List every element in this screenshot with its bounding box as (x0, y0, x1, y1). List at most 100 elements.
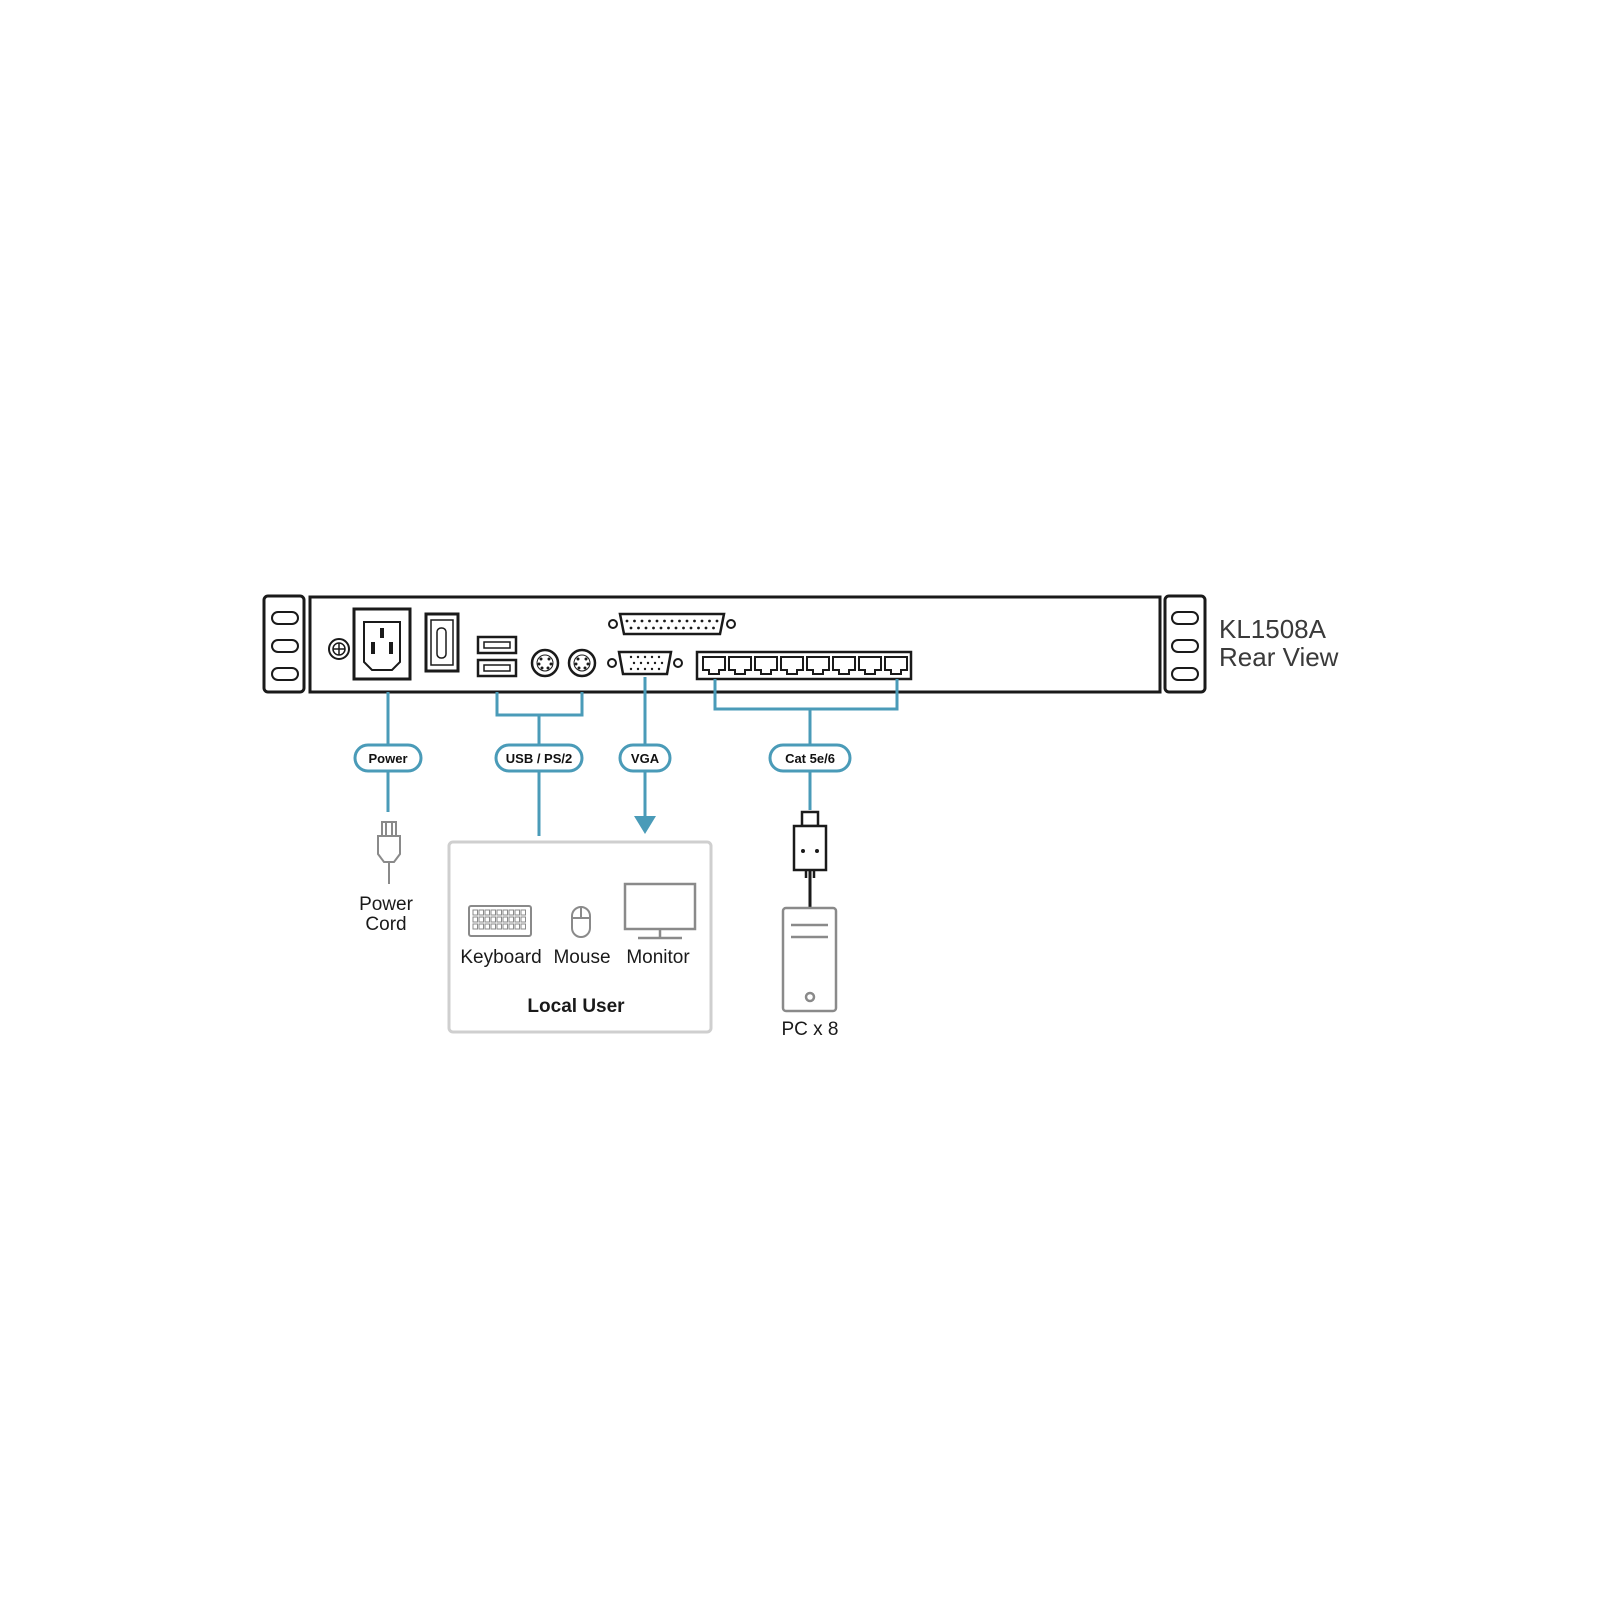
cables (386, 677, 899, 836)
db25-pin (685, 619, 689, 623)
keyboard-key (484, 923, 490, 930)
vga-pin (629, 655, 633, 659)
power-pill-label: Power (368, 751, 407, 766)
rj45-port-icon (858, 656, 882, 675)
view-label: Rear View (1219, 642, 1339, 672)
keyboard-key (520, 923, 526, 930)
db25-pin (644, 626, 648, 630)
keyboard-key (520, 916, 526, 923)
keyboard-key (472, 916, 478, 923)
db25-pin (629, 626, 633, 630)
rj45-port-icon (884, 656, 908, 675)
left-rack-ear (262, 594, 306, 694)
power-pill: Power (353, 743, 423, 773)
db25-pin (678, 619, 681, 623)
rj45-plug-icon (792, 810, 828, 908)
cat-bracket (713, 679, 899, 711)
keyboard-key (478, 916, 484, 923)
keyboard-key (496, 909, 502, 916)
mouse-label: Mouse (553, 947, 610, 968)
db25-pin (670, 619, 674, 623)
db25-pin (633, 619, 636, 623)
keyboard-label: Keyboard (460, 947, 541, 968)
vga-pin (629, 667, 633, 671)
db25-pin (704, 626, 708, 630)
vga-pin (636, 655, 640, 659)
keyboard-key (478, 923, 484, 930)
vga-arrow-icon (634, 816, 656, 834)
mouse-icon (571, 906, 591, 938)
rj45-port-icon (832, 656, 856, 675)
vga-pin (632, 661, 636, 665)
usb-ps2-pill: USB / PS/2 (494, 743, 584, 773)
rj45-port-icon (728, 656, 752, 675)
keyboard-key (490, 916, 496, 923)
power-cord-label-line1: Power (359, 894, 414, 915)
monitor-icon (623, 882, 697, 940)
vga-pin (650, 667, 654, 671)
vga-pin (646, 661, 650, 665)
db25-pin (674, 626, 678, 630)
rj45-port-bank-icon (695, 650, 913, 681)
db25-pin (693, 619, 696, 623)
db25-pin (682, 626, 685, 630)
db25-pin (637, 626, 640, 630)
db25-pin (667, 626, 670, 630)
usb-ports-icon (476, 635, 518, 678)
keyboard-key (490, 923, 496, 930)
vga-pin (653, 661, 657, 665)
power-switch-icon (424, 612, 460, 673)
db25-pin (659, 626, 663, 630)
vga-pin (650, 655, 654, 659)
ps2-port-keyboard-icon (530, 648, 560, 678)
keyboard-key (502, 916, 508, 923)
db25-pin (689, 626, 693, 630)
cat-pill: Cat 5e/6 (768, 743, 852, 773)
rj45-port-icon (780, 656, 804, 675)
pc-label: PC x 8 (781, 1019, 838, 1040)
db25-port-icon (608, 612, 736, 636)
keyboard-key (514, 916, 520, 923)
keyboard-key (508, 916, 514, 923)
vga-pill: VGA (618, 743, 672, 773)
keyboard-key (484, 909, 490, 916)
keyboard-key (478, 909, 484, 916)
power-socket-icon (352, 607, 412, 681)
rj45-port-icon (702, 656, 726, 675)
keyboard-key (472, 909, 478, 916)
keyboard-key (502, 909, 508, 916)
pc-tower-icon (781, 906, 838, 1013)
keyboard-key (508, 909, 514, 916)
db25-pin (663, 619, 666, 623)
db25-pin (625, 619, 629, 623)
cat-pill-label: Cat 5e/6 (785, 751, 835, 766)
right-rack-ear (1163, 594, 1207, 694)
keyboard-key (508, 923, 514, 930)
keyboard-key (514, 923, 520, 930)
db25-pin (655, 619, 659, 623)
vga-pin (643, 655, 647, 659)
power-plug-icon (377, 821, 401, 884)
db25-pin (697, 626, 700, 630)
local-user-title: Local User (527, 996, 625, 1017)
local-user-box: Keyboard Mouse Monitor Local User (447, 840, 713, 1034)
vga-pin (657, 655, 661, 659)
vga-pin (643, 667, 647, 671)
db25-pin (640, 619, 644, 623)
db25-pin (652, 626, 655, 630)
power-cord-label-line2: Cord (365, 914, 406, 935)
vga-pin (657, 667, 661, 671)
vga-port-icon (607, 650, 683, 676)
vga-pill-label: VGA (631, 751, 660, 766)
vga-pin (639, 661, 643, 665)
vga-pin (660, 661, 664, 665)
keyboard-icon (468, 905, 532, 937)
keyboard-key (520, 909, 526, 916)
keyboard-key (472, 923, 478, 930)
ground-screw-icon (328, 638, 350, 660)
kvm-rear-panel (262, 594, 1207, 694)
keyboard-key (484, 916, 490, 923)
monitor-label: Monitor (626, 947, 690, 968)
usb-ps2-bracket (495, 692, 584, 717)
